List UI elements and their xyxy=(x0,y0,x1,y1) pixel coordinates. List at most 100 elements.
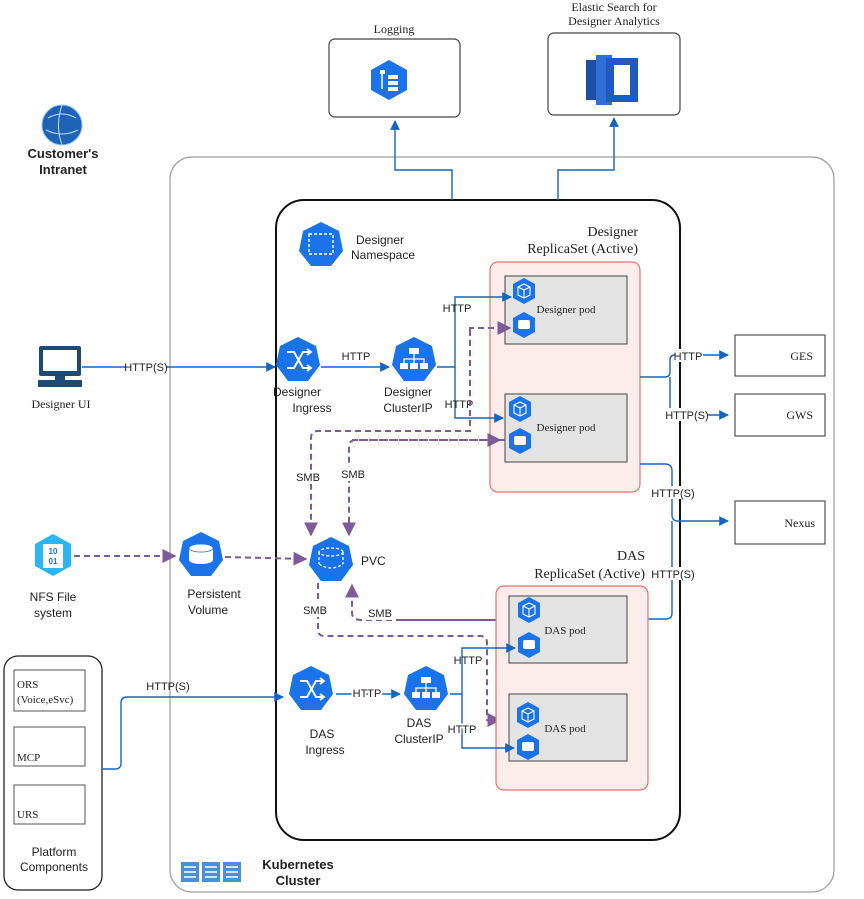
das-pod1-http-label: HTTP xyxy=(454,655,483,667)
urs-label: URS xyxy=(17,809,38,821)
namespace-frame xyxy=(275,199,681,841)
designer-ui-label: Designer UI xyxy=(32,397,91,411)
smb-das-pod2-link xyxy=(317,583,502,727)
urs-box xyxy=(13,784,86,825)
das-replicaset-title-1: DAS xyxy=(617,549,645,564)
container-icon xyxy=(513,278,535,304)
container-icon xyxy=(509,396,531,422)
monitor-icon xyxy=(38,346,82,387)
nfs-icon: 10 01 xyxy=(35,534,71,576)
smb-pod2-link xyxy=(342,439,505,537)
platform-label-1: Platform xyxy=(32,845,77,859)
smb-das-pod1-link xyxy=(345,583,512,621)
ges-http-label: HTTP xyxy=(674,351,703,363)
ges-label: GES xyxy=(790,349,813,363)
designer-clusterip-label-2: ClusterIP xyxy=(383,401,432,415)
intranet-label-2: Intranet xyxy=(39,162,87,177)
ors-label-2: (Voice,eSvc) xyxy=(17,694,74,706)
designer-ingress-icon xyxy=(276,337,320,381)
clusterip-to-pod1-link xyxy=(437,292,512,368)
namespace-label-1: Designer xyxy=(356,233,404,247)
pvc-label: PVC xyxy=(361,554,386,568)
pv-to-pvc-link xyxy=(224,551,308,566)
das-pod-2-label: DAS pod xyxy=(544,723,586,735)
smb-label-4: SMB xyxy=(368,608,392,620)
pod1-http-label: HTTP xyxy=(443,303,472,315)
customer-intranet: Customer's Intranet xyxy=(28,104,99,177)
globe-icon xyxy=(42,105,82,145)
das-clusterip-to-pod2-link xyxy=(461,694,515,753)
designer-ui: Designer UI xyxy=(32,346,91,411)
designer-ui-link-label: HTTP(S) xyxy=(124,362,167,374)
smb-label-3: SMB xyxy=(303,605,327,617)
kubernetes-icon xyxy=(181,862,241,882)
volume-icon xyxy=(513,312,535,338)
nexus-label: Nexus xyxy=(784,516,815,530)
smb-pod1-link xyxy=(304,330,471,537)
ges-box: GES xyxy=(734,334,826,377)
container-icon xyxy=(518,597,540,623)
clusterip-to-pod2-link xyxy=(454,367,504,423)
das-to-nexus-link xyxy=(648,521,673,620)
mcp-box xyxy=(13,726,86,767)
designer-ingress-label-2: Ingress xyxy=(292,401,331,415)
logging-title: Logging xyxy=(374,22,415,36)
smb-label-1: SMB xyxy=(296,472,320,484)
platform-components-box: ORS (Voice,eSvc) MCP URS Platform Compon… xyxy=(3,655,103,891)
nexus-box: Nexus xyxy=(734,500,826,545)
designer-clusterip-icon xyxy=(392,337,436,381)
das-ingress-cluster-label: HTTP xyxy=(353,688,382,700)
das-ingress-icon xyxy=(289,666,333,710)
mcp-label: MCP xyxy=(17,752,40,764)
nfs-glyph-1: 10 xyxy=(49,547,58,556)
container-icon xyxy=(517,702,539,728)
das-pod2-http-label: HTTP xyxy=(448,724,477,736)
platform-https-label: HTTP(S) xyxy=(146,681,189,693)
designer-pod-1-label: Designer pod xyxy=(537,304,596,316)
pv-label-1: Persistent xyxy=(187,587,241,601)
smb-pod1-arrow xyxy=(469,321,512,335)
das-clusterip-label-2: ClusterIP xyxy=(394,732,443,746)
namespace-to-elastic-link xyxy=(557,117,619,200)
elastic-title-1: Elastic Search for xyxy=(571,0,656,14)
volume-icon xyxy=(517,734,539,760)
nexus-https-label-1: HTTP(S) xyxy=(651,488,694,500)
cluster-label-1: Kubernetes xyxy=(262,857,334,872)
namespace-to-logging-link xyxy=(390,120,453,200)
designer-replicaset-title-1: Designer xyxy=(587,225,638,240)
ingress-cluster-label: HTTP xyxy=(342,351,371,363)
elastic-title-2: Designer Analytics xyxy=(568,14,660,28)
to-ges-link xyxy=(640,350,729,378)
das-clusterip-to-pod1-link xyxy=(450,643,516,695)
ors-box xyxy=(13,669,86,712)
logging-box: Logging xyxy=(328,22,461,118)
designer-replicaset-title-2: ReplicaSet (Active) xyxy=(527,242,638,257)
nexus-https-label-2: HTTP(S) xyxy=(651,569,694,581)
das-ingress-label-2: Ingress xyxy=(305,743,344,757)
nfs-label-1: NFS File xyxy=(30,590,77,604)
das-ingress-label-1: DAS xyxy=(310,727,335,741)
elasticsearch-icon xyxy=(586,55,638,105)
gws-label: GWS xyxy=(786,408,813,422)
designer-pod-2-label: Designer pod xyxy=(537,422,596,434)
das-replicaset-title-2: ReplicaSet (Active) xyxy=(534,567,645,582)
das-pod-1-label: DAS pod xyxy=(544,625,586,637)
pv-label-2: Volume xyxy=(188,603,228,617)
volume-icon xyxy=(518,632,540,658)
das-clusterip-label-1: DAS xyxy=(407,716,432,730)
das-clusterip-icon xyxy=(404,666,448,710)
namespace-icon xyxy=(299,222,343,266)
cluster-label-2: Cluster xyxy=(276,873,321,888)
designer-clusterip-label-1: Designer xyxy=(384,385,432,399)
designer-ingress-label-1: Designer xyxy=(273,385,321,399)
platform-label-2: Components xyxy=(20,860,88,874)
gws-https-label: HTTP(S) xyxy=(665,410,708,422)
nfs-glyph-2: 01 xyxy=(49,557,58,566)
platform-to-das-ingress-link xyxy=(102,692,284,770)
namespace-label-2: Namespace xyxy=(351,248,415,262)
smb-label-2: SMB xyxy=(341,469,365,481)
elastic-box: Elastic Search for Designer Analytics xyxy=(547,0,681,116)
logging-icon xyxy=(371,60,407,100)
